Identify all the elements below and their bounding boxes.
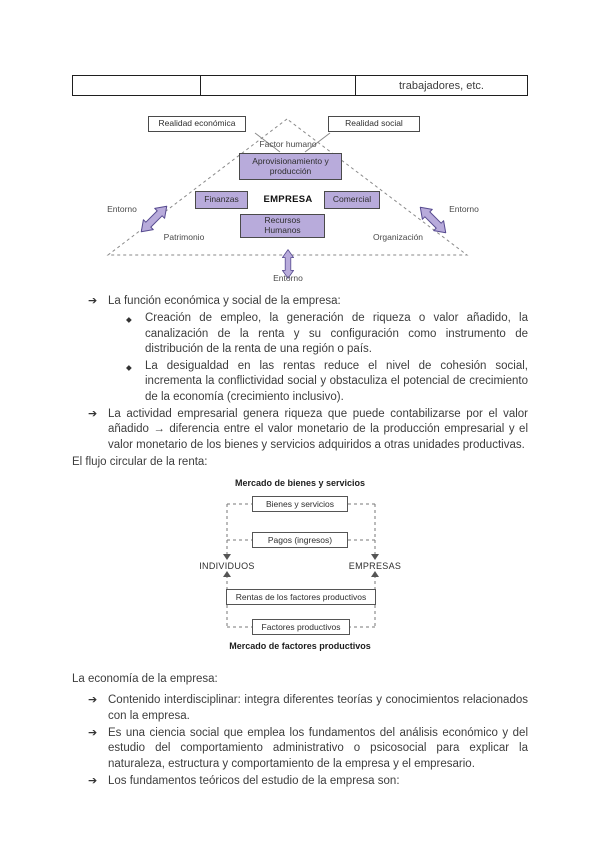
connector-line — [254, 132, 281, 153]
document-page: trabajadores, etc. Realidad económica Re… — [72, 75, 528, 789]
pyramid-lines — [106, 118, 469, 279]
list-item-text: La actividad empresarial genera riqueza … — [108, 407, 528, 451]
box-pagos-ingresos: Pagos (ingresos) — [252, 532, 348, 549]
list-item-text: La desigualdad en las rentas reduce el n… — [145, 360, 528, 403]
box-comercial: Comercial — [324, 191, 380, 209]
table-cell: trabajadores, etc. — [399, 79, 484, 92]
list-item-text: Los fundamentos teóricos del estudio de … — [108, 774, 400, 787]
label-empresa: EMPRESA — [263, 194, 313, 205]
box-finanzas: Finanzas — [195, 191, 248, 209]
diamond-bullet-icon: ◆ — [126, 362, 132, 372]
label-empresas: EMPRESAS — [348, 561, 402, 572]
circular-flow-diagram: Mercado de bienes y servicios Bienes y s… — [72, 478, 528, 656]
arrow-bullet-icon: ➔ — [88, 407, 98, 420]
flow-intro-text: El flujo circular de la renta: — [72, 455, 208, 468]
flow-title-bottom: Mercado de factores productivos — [229, 641, 371, 652]
list-item-text: Contenido interdisciplinar: integra dife… — [108, 694, 528, 722]
section-economia-empresa: ➔ Contenido interdisciplinar: integra di… — [72, 693, 528, 789]
double-arrow-icon — [419, 206, 447, 234]
list-item: ◆ La desigualdad en las rentas reduce el… — [72, 359, 528, 405]
list-item: ➔ Los fundamentos teóricos del estudio d… — [72, 774, 528, 789]
arrow-bullet-icon: ➔ — [88, 295, 98, 307]
arrow-bullet-icon: ➔ — [88, 694, 98, 707]
flow-title-top: Mercado de bienes y servicios — [234, 478, 366, 489]
box-aprovisionamiento: Aprovisionamiento y producción — [239, 153, 342, 180]
arrow-bullet-icon: ➔ — [88, 726, 98, 739]
table-fragment: trabajadores, etc. — [72, 75, 528, 96]
table-cell — [73, 76, 201, 95]
label-individuos: INDIVIDUOS — [199, 561, 255, 572]
list-item: ➔ Es una ciencia social que emplea los f… — [72, 726, 528, 772]
list-item-text: Creación de empleo, la generación de riq… — [145, 312, 528, 355]
dashed-flow-lines — [226, 503, 376, 628]
label-organizacion: Organización — [372, 232, 424, 242]
list-item: ➔ Contenido interdisciplinar: integra di… — [72, 693, 528, 724]
label-factor-humano: Factor humano — [259, 139, 317, 149]
label-entorno-right: Entorno — [449, 204, 479, 214]
table-cell — [201, 76, 356, 95]
connector-line — [304, 132, 331, 153]
box-realidad-economica: Realidad económica — [148, 116, 246, 132]
box-rentas-factores: Rentas de los factores productivos — [226, 589, 376, 606]
diamond-bullet-icon: ◆ — [126, 314, 132, 324]
label-entorno-left: Entorno — [107, 204, 137, 214]
list-item: ➔ La función económica y social de la em… — [72, 294, 528, 309]
double-arrow-icon — [140, 205, 168, 233]
company-pyramid-diagram: Realidad económica Realidad social Facto… — [72, 112, 528, 288]
list-item-text: Es una ciencia social que emplea los fun… — [108, 726, 528, 770]
double-arrow-icon — [281, 249, 295, 279]
box-recursos-humanos: Recursos Humanos — [240, 214, 325, 238]
flow-lines — [223, 503, 379, 628]
section-funcion-economica: ➔ La función económica y social de la em… — [72, 294, 528, 453]
label-patrimonio: Patrimonio — [163, 232, 205, 242]
arrow-bullet-icon: ➔ — [88, 774, 98, 787]
label-entorno-bottom: Entorno — [273, 273, 303, 283]
list-item-text: La función económica y social de la empr… — [108, 295, 341, 307]
box-realidad-social: Realidad social — [328, 116, 420, 132]
list-item: ◆ Creación de empleo, la generación de r… — [72, 311, 528, 357]
box-bienes-servicios: Bienes y servicios — [252, 496, 348, 513]
flow-arrowheads — [223, 554, 379, 578]
box-factores-productivos: Factores productivos — [252, 619, 350, 636]
list-item: ➔ La actividad empresarial genera riquez… — [72, 407, 528, 453]
section-economia-title: La economía de la empresa: — [72, 673, 218, 686]
